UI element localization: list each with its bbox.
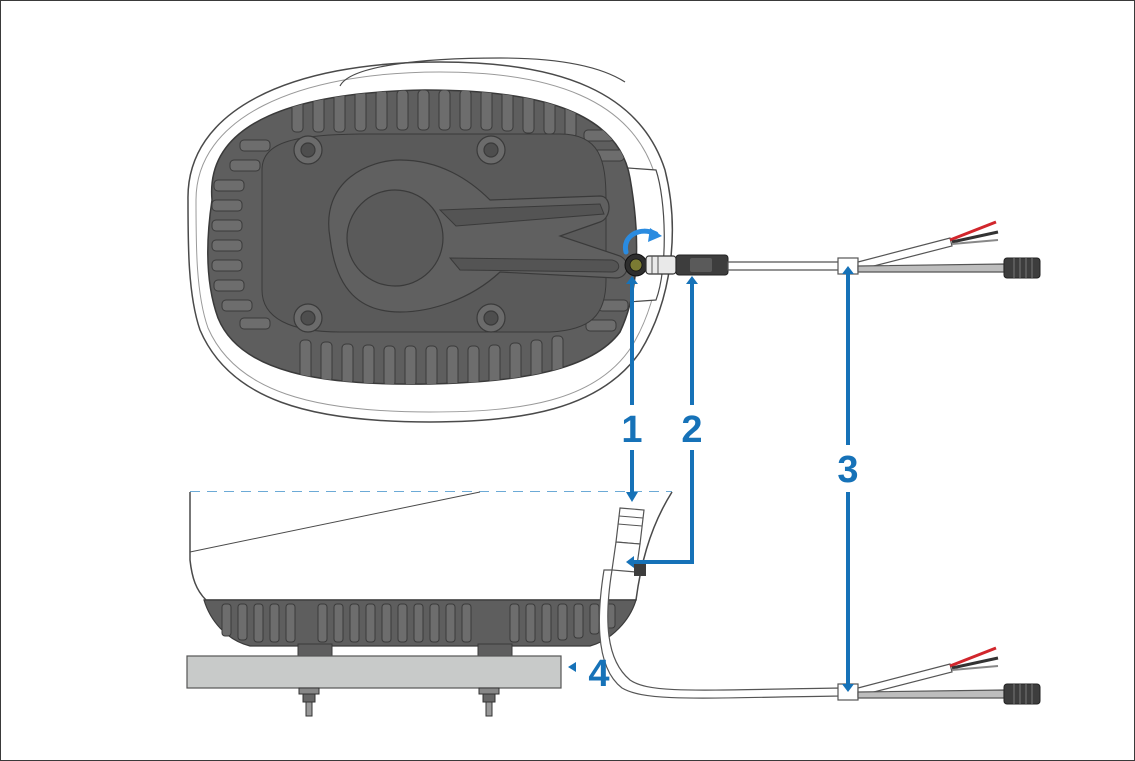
wire-black-bottom bbox=[951, 656, 999, 670]
bolt-right bbox=[478, 687, 500, 717]
side-seam bbox=[189, 491, 481, 553]
wire-red bbox=[949, 220, 997, 242]
callout-3-label: 3 bbox=[837, 449, 858, 491]
callout-1-arrow-top bbox=[626, 276, 638, 284]
callout-2-line-bottom bbox=[634, 450, 694, 564]
shell-inner-line bbox=[195, 71, 662, 413]
mounting-surface bbox=[186, 655, 562, 717]
unit-top-view bbox=[187, 57, 729, 423]
callout-2-label: 2 bbox=[681, 409, 702, 451]
wire-grey bbox=[951, 239, 999, 245]
callout-1-arrow-bottom bbox=[626, 492, 638, 502]
callout-4-label: 4 bbox=[588, 653, 609, 695]
callout-4-arrow bbox=[568, 662, 576, 672]
shell-top-ridge bbox=[339, 57, 626, 87]
wire-grey-bottom bbox=[951, 665, 999, 671]
side-foot-right bbox=[477, 643, 513, 657]
callout-2-arrow-bottom bbox=[626, 556, 634, 568]
arm-slot bbox=[438, 203, 605, 227]
connector-plug-icon bbox=[624, 253, 729, 277]
callout-2-arrow-top bbox=[686, 276, 698, 284]
network-connector-top bbox=[1003, 257, 1041, 279]
bolt-left bbox=[298, 687, 320, 717]
side-fins bbox=[221, 603, 616, 643]
callout-lines bbox=[568, 266, 854, 692]
central-recess bbox=[346, 189, 444, 287]
cable-top bbox=[727, 220, 1041, 279]
wire-black bbox=[951, 230, 999, 244]
network-connector-bottom bbox=[1003, 683, 1041, 705]
cable-bottom bbox=[837, 646, 1041, 705]
rotate-arrow-icon bbox=[622, 228, 662, 255]
side-housing bbox=[189, 491, 673, 601]
arm-slot-lower bbox=[448, 257, 620, 273]
wire-red-bottom bbox=[949, 646, 997, 668]
callout-3-arrow-top bbox=[842, 266, 854, 274]
callout-1-label: 1 bbox=[621, 409, 642, 451]
unit-side-view bbox=[189, 491, 841, 699]
callout-3-arrow-bottom bbox=[842, 684, 854, 692]
side-foot-left bbox=[297, 643, 333, 657]
